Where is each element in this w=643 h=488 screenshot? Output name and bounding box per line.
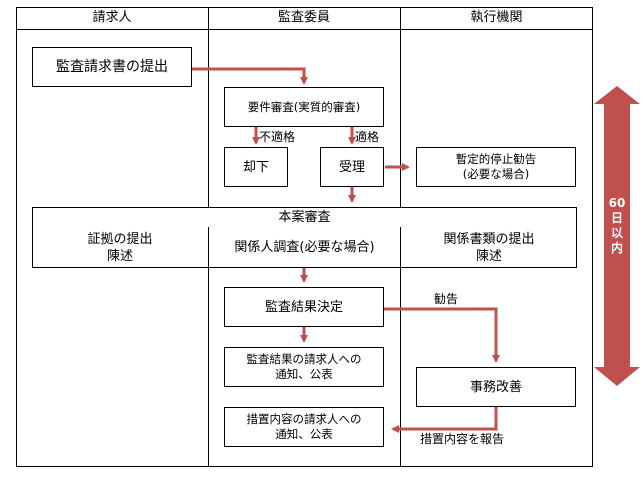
notify-result-box: 監査結果の請求人への 通知、公表 bbox=[224, 347, 384, 387]
case-review-divider-2 bbox=[400, 227, 401, 268]
improvement-box: 事務改善 bbox=[416, 367, 576, 407]
interview-cell: 関係人調査(必要な場合) bbox=[234, 240, 375, 255]
suspension-recommendation-box: 暫定的停止勧告 (必要な場合) bbox=[416, 147, 576, 187]
requirement-review-box: 要件審査(実質的審査) bbox=[224, 87, 384, 127]
deadline-arrow bbox=[594, 86, 640, 386]
deadline-label: 60 日 以 内 bbox=[608, 196, 626, 255]
notify-measures-box: 措置内容の請求人への 通知、公表 bbox=[224, 407, 384, 447]
case-review-band bbox=[32, 227, 577, 268]
label-qualified: 適格 bbox=[355, 130, 380, 144]
submit-request-box: 監査請求書の提出 bbox=[32, 47, 192, 87]
lane-header-divider bbox=[16, 29, 593, 30]
case-review-divider-1 bbox=[208, 227, 209, 268]
case-review-header: 本案審査 bbox=[32, 207, 577, 228]
label-report-measures: 措置内容を報告 bbox=[420, 432, 505, 446]
documents-cell: 関係書類の提出 陳述 bbox=[443, 231, 535, 264]
reject-box: 却下 bbox=[224, 147, 288, 187]
accept-box: 受理 bbox=[320, 147, 384, 187]
lane-title-audit-committee: 監査委員 bbox=[277, 10, 330, 25]
arrow-decision-to-improvement bbox=[384, 307, 500, 363]
audit-decision-box: 監査結果決定 bbox=[224, 287, 384, 327]
swimlane-frame bbox=[16, 7, 593, 467]
arrow-submit-to-review bbox=[192, 67, 308, 85]
lane-title-claimant: 請求人 bbox=[92, 10, 132, 25]
arrow-improvement-to-notify-measures bbox=[391, 407, 498, 433]
label-recommend: 勧告 bbox=[434, 292, 459, 306]
evidence-cell: 証拠の提出 陳述 bbox=[87, 231, 153, 264]
lane-title-executive-body: 執行機関 bbox=[470, 10, 523, 25]
label-unqualified: 不適格 bbox=[259, 130, 296, 144]
